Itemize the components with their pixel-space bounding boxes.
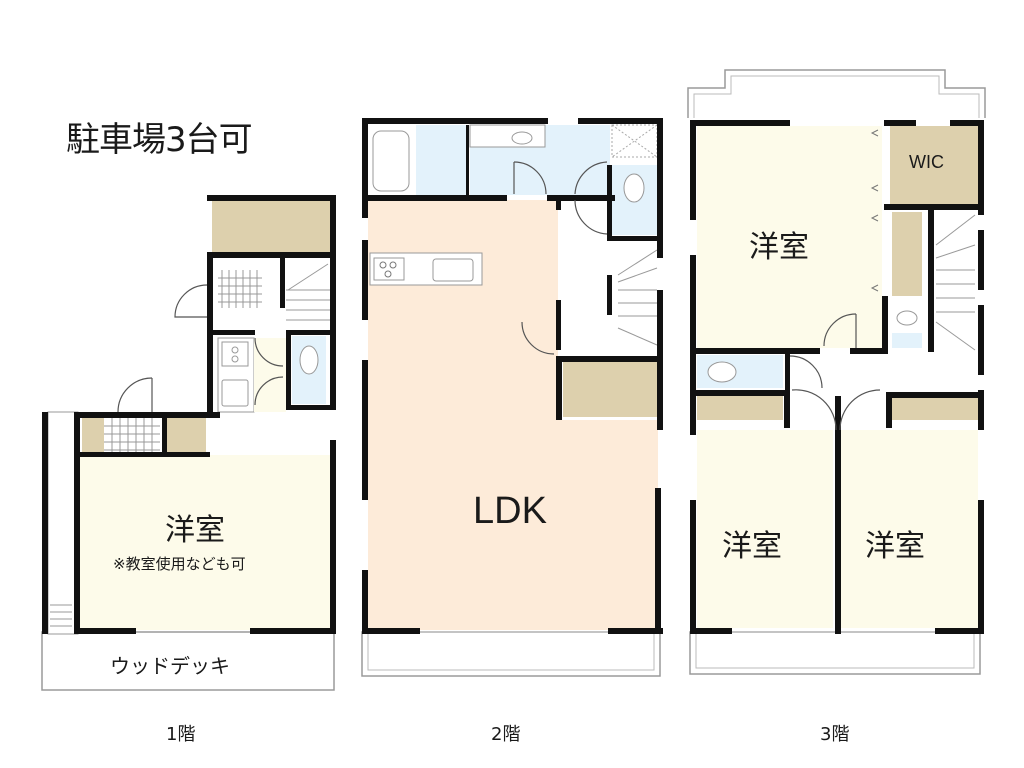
- floor-3-plan: [687, 69, 986, 675]
- stairs-2f: [617, 249, 658, 346]
- floor-2-plan: [361, 118, 663, 677]
- room-label-3f-western-2: 洋室: [722, 529, 782, 564]
- room-3f-western-3: [840, 430, 978, 628]
- walls-3f: [690, 120, 984, 634]
- floor-1-plan: [41, 195, 336, 691]
- room-label-3f-western-3: 洋室: [865, 529, 925, 564]
- walls-2f: [362, 118, 663, 634]
- walls-1f: [42, 195, 336, 634]
- room-3f-western-1: [697, 126, 882, 348]
- room-wic: [890, 126, 978, 204]
- floor-label-3f: 3階: [820, 724, 850, 745]
- parking-note: 駐車場3台可: [66, 120, 253, 160]
- stairs-1f: [286, 263, 330, 321]
- stairs-3f: [935, 214, 976, 351]
- deck-steps: [50, 604, 72, 627]
- room-3f-western-2: [697, 430, 833, 628]
- room-label-3f-western-1: 洋室: [749, 230, 809, 265]
- room-label-1f-western: 洋室: [165, 513, 225, 548]
- room-label-ldk: LDK: [473, 490, 547, 532]
- storage-1f-top: [212, 200, 330, 252]
- floor-label-1f: 1階: [166, 724, 196, 745]
- room-note-1f-western: ※教室使用なども可: [113, 555, 246, 573]
- storage-2f: [563, 362, 657, 417]
- doors-2f: [513, 161, 608, 355]
- wood-deck-area: [41, 631, 335, 691]
- room-label-wood-deck: ウッドデッキ: [110, 654, 230, 678]
- doors-1f: [117, 284, 284, 413]
- floor-label-2f: 2階: [491, 724, 521, 745]
- room-1f-western: [78, 455, 330, 630]
- doors-3f: [789, 313, 881, 431]
- room-label-wic: WIC: [909, 152, 944, 172]
